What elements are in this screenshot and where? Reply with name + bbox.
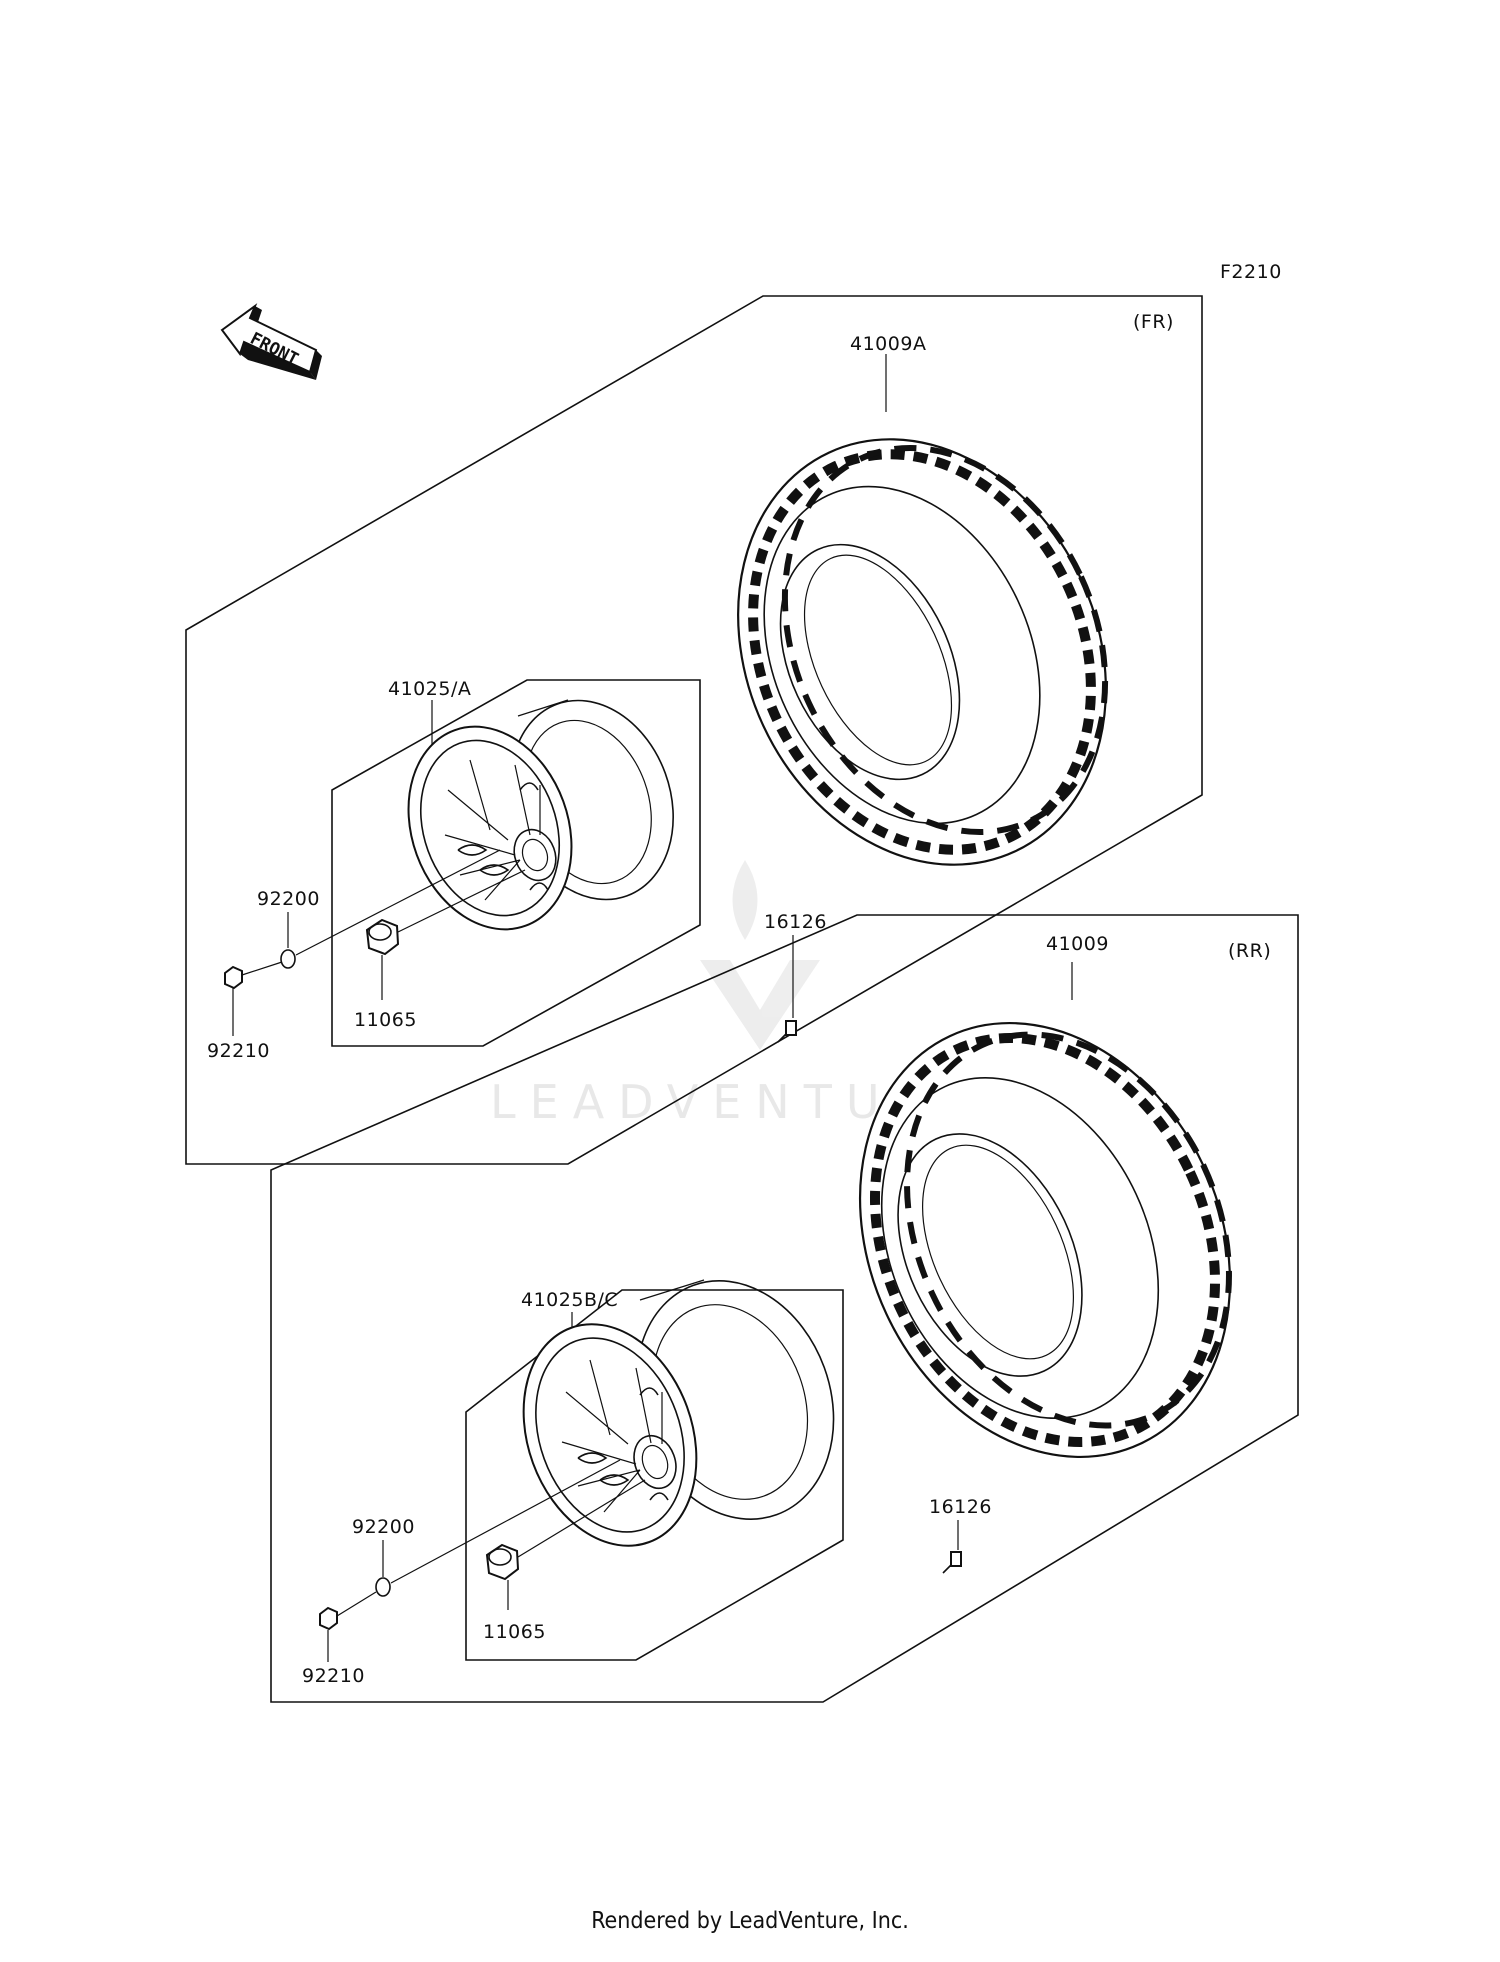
- rear-group-frame: [270, 914, 1299, 1703]
- rear-tire: [858, 1021, 1232, 1459]
- front-group-frame: [185, 295, 1203, 1165]
- front-group-label: (FR): [1133, 311, 1174, 333]
- rear-wheel: [522, 1279, 835, 1547]
- front-washer-part-number: 92200: [257, 888, 320, 910]
- rear-cap: [485, 1543, 520, 1581]
- front-wheel-frame: [331, 679, 701, 1047]
- footer-credit: Rendered by LeadVenture, Inc.: [591, 1908, 909, 1934]
- front-arrow-icon: FRONT: [220, 303, 322, 380]
- front-nut-part-number: 92210: [207, 1040, 270, 1062]
- front-tire-part-number: 41009A: [850, 333, 926, 355]
- front-cap-part-number: 11065: [354, 1009, 417, 1031]
- rear-valve-part-number: 16126: [929, 1496, 992, 1518]
- rear-wheel-part-number: 41025B/C: [521, 1289, 618, 1311]
- front-washer: [280, 949, 296, 969]
- front-tire: [737, 438, 1109, 866]
- front-nut: [224, 965, 243, 990]
- rear-nut: [319, 1606, 338, 1631]
- rear-group: (RR) 41009 41025B/C: [270, 914, 1299, 1703]
- rear-tire-part-number: 41009: [1046, 933, 1109, 955]
- front-valve-part-number: 16126: [764, 911, 827, 933]
- rear-washer-part-number: 92200: [352, 1516, 415, 1538]
- rear-wheel-frame: [465, 1289, 844, 1661]
- rear-group-label: (RR): [1228, 940, 1271, 962]
- rear-cap-part-number: 11065: [483, 1621, 546, 1643]
- rear-valve: [942, 1551, 962, 1574]
- rear-washer: [375, 1577, 391, 1597]
- front-valve: [777, 1020, 797, 1043]
- rear-nut-part-number: 92210: [302, 1665, 365, 1687]
- front-group: (FR) 41009A 41025/A: [185, 295, 1203, 1165]
- front-wheel-part-number: 41025/A: [388, 678, 471, 700]
- front-cap: [365, 918, 400, 956]
- front-wheel: [407, 699, 674, 931]
- diagram-code: F2210: [1220, 261, 1282, 283]
